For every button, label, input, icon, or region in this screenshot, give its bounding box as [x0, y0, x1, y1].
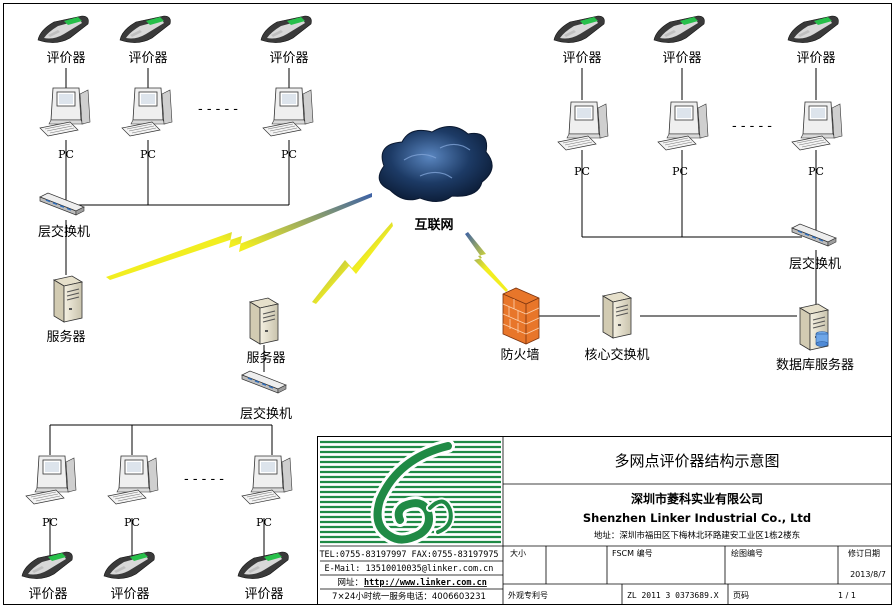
- evaluator-icon: [119, 15, 171, 44]
- diagram-title: 多网点评价器结构示意图: [614, 452, 779, 470]
- branch-top-left: 评价器 评价器 评价器 PC PC PC - - - - - 层交换机 服务器: [37, 15, 314, 345]
- pc-label: PC: [672, 165, 688, 178]
- evaluator-label: 评价器: [46, 51, 85, 66]
- size-label: 大小: [510, 548, 526, 558]
- core-switch-icon: [602, 291, 632, 339]
- core-switch-label: 核心交换机: [584, 347, 649, 363]
- pc-label: PC: [140, 148, 156, 161]
- evaluator-label: 评价器: [562, 51, 601, 66]
- switch-icon: [241, 370, 287, 394]
- pc-icon: [262, 87, 314, 137]
- evaluator-label: 评价器: [662, 51, 701, 66]
- server-label: 服务器: [46, 329, 85, 345]
- pc-label: PC: [574, 165, 590, 178]
- pc-label: PC: [124, 516, 140, 529]
- pc-icon: [557, 101, 609, 151]
- firewall-label: 防火墙: [500, 347, 539, 363]
- database-server-icon: [799, 303, 829, 351]
- company-name-en: Shenzhen Linker Industrial Co., Ltd: [583, 511, 811, 525]
- evaluator-icon: [237, 551, 289, 580]
- pc-label: PC: [42, 516, 58, 529]
- service-hotline: 7×24小时统一服务电话：4006603231: [332, 591, 486, 602]
- evaluator-icon: [260, 15, 312, 44]
- firewall-icon: [502, 287, 540, 345]
- company-address: 地址：深圳市福田区下梅林北环路建安工业区1栋2楼东: [594, 530, 800, 541]
- evaluator-label: 评价器: [128, 51, 167, 66]
- switch-label: 层交换机: [789, 256, 841, 272]
- patent-number: ZL 2011 3 0373689.X: [627, 591, 719, 600]
- fscm-label: FSCM 编号: [612, 548, 653, 558]
- email: E-Mail: 13510010035@linker.com.cn: [325, 564, 494, 574]
- switch-label: 层交换机: [38, 224, 90, 240]
- website-label: 网址：: [337, 577, 363, 588]
- lightning-bolt-left: [106, 193, 372, 280]
- evaluator-label: 评价器: [244, 587, 283, 602]
- server-icon: [53, 275, 83, 323]
- switch-icon: [39, 192, 85, 216]
- page-number: 1 / 1: [838, 591, 856, 600]
- evaluator-label: 评价器: [796, 51, 835, 66]
- switch-icon: [791, 223, 837, 247]
- drawing-number-label: 绘图编号: [731, 548, 763, 558]
- pc-label: PC: [58, 148, 74, 161]
- evaluator-icon: [103, 551, 155, 580]
- ellipsis: - - - - -: [732, 119, 772, 134]
- pc-icon: [241, 455, 293, 505]
- lightning-bolts: [106, 193, 508, 304]
- pc-icon: [121, 87, 173, 137]
- internet-label: 互联网: [414, 218, 453, 233]
- evaluator-icon: [37, 15, 89, 44]
- evaluator-icon: [653, 15, 705, 44]
- db-server-label: 数据库服务器: [776, 357, 854, 373]
- evaluator-icon: [21, 551, 73, 580]
- company-name-cn: 深圳市菱科实业有限公司: [631, 491, 763, 506]
- server-label: 服务器: [246, 350, 285, 366]
- connection-lines: [49, 68, 817, 560]
- evaluator-icon: [787, 15, 839, 44]
- pc-label: PC: [256, 516, 272, 529]
- evaluator-label: 评价器: [269, 51, 308, 66]
- revision-label: 修订日期: [848, 548, 880, 558]
- evaluator-label: 评价器: [110, 587, 149, 602]
- pc-icon: [25, 455, 77, 505]
- pc-label: PC: [808, 165, 824, 178]
- lightning-bolt-right: [465, 232, 508, 292]
- pc-label: PC: [281, 148, 297, 161]
- branch-bottom-left: 服务器 层交换机 PC PC PC - - - - - 评价器 评价器 评价器: [21, 297, 293, 602]
- revision-date: 2013/8/7: [850, 570, 886, 579]
- website-link[interactable]: http://www.linker.com.cn: [364, 577, 487, 588]
- server-icon: [249, 297, 279, 345]
- company-logo: [320, 439, 501, 547]
- ellipsis: - - - - -: [198, 102, 238, 117]
- title-block: 多网点评价器结构示意图 深圳市菱科实业有限公司 Shenzhen Linker …: [317, 436, 892, 605]
- switch-label: 层交换机: [240, 406, 292, 422]
- pc-icon: [791, 101, 843, 151]
- tel-fax: TEL:0755-83197997 FAX:0755-83197975: [319, 550, 498, 560]
- evaluator-icon: [553, 15, 605, 44]
- pc-icon: [39, 87, 91, 137]
- page-label: 页码: [733, 591, 749, 600]
- pc-icon: [657, 101, 709, 151]
- lightning-bolt-middle: [312, 222, 393, 304]
- branch-top-right: 评价器 评价器 评价器 PC PC PC - - - - - 层交换机 数据库服…: [553, 15, 854, 373]
- pc-icon: [107, 455, 159, 505]
- ellipsis: - - - - -: [184, 472, 224, 487]
- internet-cloud-icon: [378, 126, 493, 202]
- evaluator-label: 评价器: [28, 587, 67, 602]
- patent-label: 外观专利号: [508, 590, 548, 600]
